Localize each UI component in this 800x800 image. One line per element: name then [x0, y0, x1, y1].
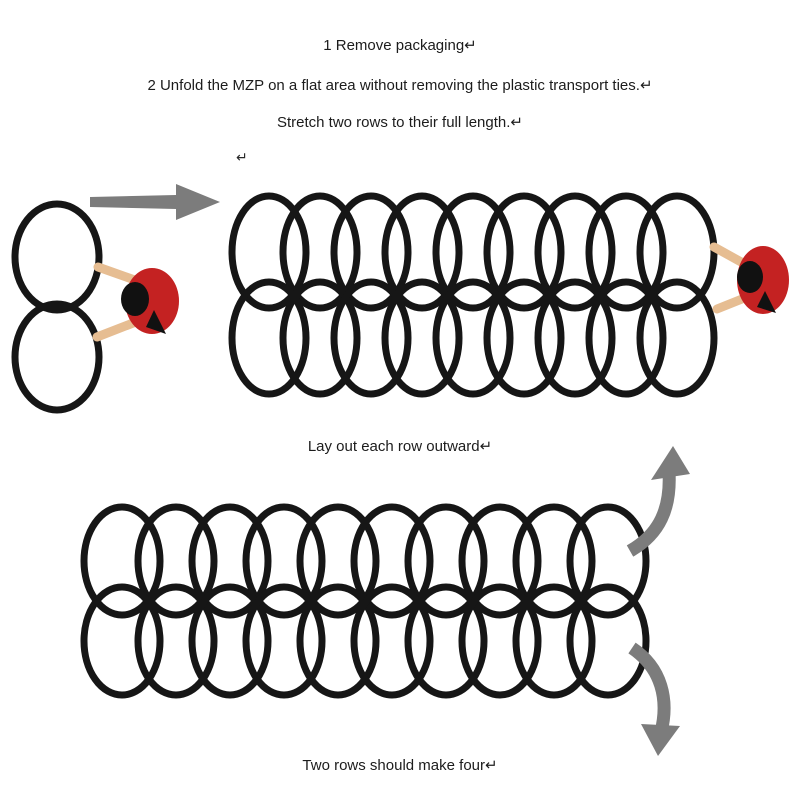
- mzp-ring: [636, 278, 718, 398]
- mzp-ring: [381, 278, 463, 398]
- mzp-ring: [404, 583, 488, 699]
- step-3-text: Stretch two rows to their full length.↵: [276, 114, 523, 131]
- mzp-ring: [432, 278, 514, 398]
- curved-arrow-down-head: [641, 724, 680, 756]
- mzp-ring: [404, 503, 488, 619]
- mzp-ring: [279, 278, 361, 398]
- mzp-ring: [512, 583, 596, 699]
- mzp-ring: [188, 583, 272, 699]
- stretched-ring-rows: [228, 192, 718, 398]
- mzp-ring: [458, 583, 542, 699]
- mzp-ring: [350, 583, 434, 699]
- curved-arrow-down-icon: [628, 642, 680, 756]
- mzp-ring: [483, 278, 565, 398]
- mzp-ring: [242, 583, 326, 699]
- mzp-ring: [534, 278, 616, 398]
- worker-hood-tip: [146, 310, 166, 334]
- mzp-ring: [350, 503, 434, 619]
- mzp-ring: [458, 503, 542, 619]
- curved-arrow-down-shaft: [628, 642, 671, 734]
- mzp-ring: [80, 503, 164, 619]
- mzp-ring: [534, 192, 616, 312]
- mzp-ring: [330, 192, 412, 312]
- worker-head: [737, 261, 763, 293]
- worker-figure-right: [709, 242, 789, 314]
- mzp-ring: [11, 300, 103, 414]
- mzp-ring: [585, 278, 667, 398]
- mzp-ring: [188, 503, 272, 619]
- mzp-ring: [11, 200, 103, 314]
- laid-out-ring-rows: [80, 503, 650, 699]
- mzp-ring: [296, 583, 380, 699]
- mzp-ring: [483, 192, 565, 312]
- mzp-ring: [566, 503, 650, 619]
- caption-lay-out-text: Lay out each row outward↵: [307, 438, 493, 455]
- step-2-text: 2 Unfold the MZP on a flat area without …: [147, 77, 653, 94]
- curved-arrow-up-head: [651, 446, 690, 480]
- worker-head: [121, 282, 149, 316]
- paragraph-return-mark: ↵: [236, 149, 248, 165]
- mzp-ring: [296, 503, 380, 619]
- mzp-ring: [134, 583, 218, 699]
- mzp-ring: [330, 278, 412, 398]
- mzp-ring: [381, 192, 463, 312]
- curved-arrow-up-icon: [626, 446, 690, 557]
- mzp-ring: [80, 583, 164, 699]
- curved-arrow-up-shaft: [626, 471, 676, 557]
- mzp-ring: [228, 192, 310, 312]
- right-arrow-icon: [90, 184, 220, 220]
- mzp-ring: [228, 278, 310, 398]
- mzp-ring: [585, 192, 667, 312]
- mzp-ring: [279, 192, 361, 312]
- caption-two-rows-text: Two rows should make four↵: [302, 757, 498, 774]
- worker-hood-tip: [757, 291, 776, 313]
- mzp-ring: [242, 503, 326, 619]
- mzp-ring: [432, 192, 514, 312]
- mzp-ring: [134, 503, 218, 619]
- mzp-ring: [566, 583, 650, 699]
- worker-figure-left: [92, 262, 179, 342]
- folded-ring-pair: [11, 200, 103, 414]
- step-1-text: 1 Remove packaging↵: [323, 37, 477, 54]
- mzp-ring: [512, 503, 596, 619]
